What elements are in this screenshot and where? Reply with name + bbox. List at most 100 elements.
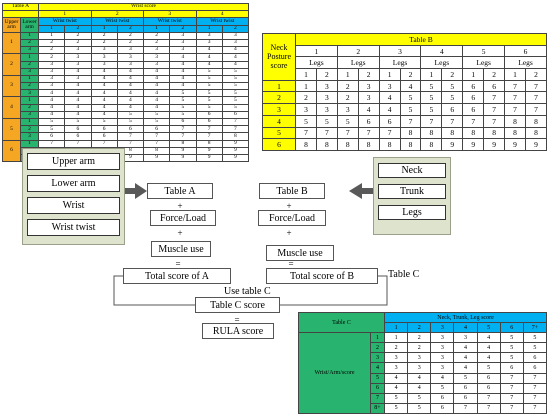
table-c-cell: 4 (383, 382, 409, 394)
equals-sign-b: = (288, 259, 294, 269)
plus-sign-a2: + (177, 228, 183, 238)
table-c-cell: 5 (407, 392, 432, 404)
table-c-cell: 6 (476, 372, 501, 384)
table-c-col: 4 (453, 322, 478, 334)
table-c-cell: 3 (383, 352, 409, 364)
table-c-col: 1 (383, 322, 409, 334)
legs-header: Legs (420, 56, 464, 70)
table-b-cell: 5 (420, 103, 443, 116)
table-c-cell: 4 (407, 372, 432, 384)
table-b-cell: 6 (357, 114, 380, 128)
table-b-title: Table B (295, 33, 547, 46)
legs-header: Legs (336, 56, 380, 70)
table-c-cell: 4 (430, 372, 455, 384)
table-b-cell: 9 (524, 138, 548, 151)
trunk-box: Trunk (378, 184, 446, 199)
table-c-cell: 4 (476, 342, 501, 354)
table-c-cell: 2 (407, 332, 432, 344)
upper-arm-value: 1 (2, 31, 21, 55)
table-c-cell: 6 (453, 382, 478, 394)
table-c-cell: 5 (499, 332, 524, 344)
arm-inputs-panel: Upper arm Lower arm Wrist Wrist twist (22, 148, 125, 245)
table-c-cell: 3 (430, 362, 455, 374)
flow-force-load-b: Force/Load (258, 210, 326, 226)
table-c-row-label: 1 (370, 332, 385, 344)
table-b-cell: 7 (524, 79, 548, 93)
table-c-cell: 7 (522, 382, 548, 394)
flow-table-c-score: Table C score (195, 297, 280, 313)
table-c-cell: 6 (453, 392, 478, 404)
plus-sign-a1: + (177, 201, 183, 211)
neck-score-label: 1 (262, 79, 296, 93)
table-a-cell: 4 (221, 53, 250, 62)
table-b-cell: 9 (462, 138, 485, 151)
trunk-score-col: 1 (295, 44, 338, 58)
neck-posture-header: Neck Posture score (262, 33, 296, 81)
table-c-row-label: 6 (370, 382, 385, 394)
table-c-row-label: 7 (370, 392, 385, 404)
table-c-cell: 5 (499, 342, 524, 354)
table-b-cell: 7 (295, 126, 317, 140)
left-input-arrow (125, 183, 147, 199)
table-c-cell: 5 (522, 342, 548, 354)
table-c-cell: 2 (407, 342, 432, 354)
table-b-cell: 7 (483, 91, 506, 105)
flow-muscle-use-b: Muscle use (266, 245, 334, 261)
table-c-cell: 1 (383, 332, 409, 344)
table-b-cell: 5 (399, 91, 422, 105)
neck-box: Neck (378, 163, 446, 178)
equals-sign-c: = (234, 315, 240, 325)
table-b-cell: 7 (483, 103, 506, 116)
wrist-twist-box: Wrist twist (27, 219, 120, 236)
table-c-col: 6 (499, 322, 524, 334)
wrist-arm-score-header: Wrist/Arm/score (298, 332, 371, 414)
upper-arm-value: 3 (2, 74, 21, 98)
table-c-cell: 7 (499, 402, 524, 415)
table-b-cell: 9 (441, 138, 464, 151)
table-c-cell: 7 (522, 372, 548, 384)
neck-score-label: 6 (262, 138, 296, 151)
flow-force-load-a: Force/Load (150, 210, 216, 226)
plus-sign-b1: + (286, 201, 292, 211)
table-a-cell: 9 (221, 153, 250, 163)
trunk-score-col: 4 (420, 44, 464, 58)
table-c-title: Table C (298, 311, 385, 334)
table-b-cell: 8 (315, 138, 338, 151)
flow-table-a: Table A (147, 183, 213, 199)
table-c-cell: 4 (453, 342, 478, 354)
table-c-cell: 3 (407, 362, 432, 374)
table-b-cell: 3 (378, 79, 401, 93)
table-c-cell: 6 (476, 382, 501, 394)
table-c-cell: 3 (430, 332, 455, 344)
table-b-cell: 9 (483, 138, 506, 151)
table-c-cell: 5 (430, 382, 455, 394)
legs-header: Legs (378, 56, 422, 70)
table-b-cell: 8 (399, 138, 422, 151)
table-c-cell: 5 (522, 332, 548, 344)
table-c-cell: 7 (499, 372, 524, 384)
table-c-cell: 7 (522, 402, 548, 415)
right-input-arrow (349, 183, 373, 199)
table-b-cell: 3 (315, 91, 338, 105)
upper-arm-value: 6 (2, 139, 21, 163)
flow-table-b: Table B (259, 183, 325, 199)
table-a-cell: 3 (221, 38, 250, 48)
table-c-row-label: 5 (370, 372, 385, 384)
use-table-c-label: Use table C (224, 286, 271, 297)
equals-sign-a: = (175, 259, 181, 269)
table-b-cell: 5 (441, 91, 464, 105)
flow-total-score-b: Total score of B (266, 268, 378, 284)
table-c-cell: 6 (430, 392, 455, 404)
lower-arm-box: Lower arm (27, 175, 120, 192)
table-c-cell: 4 (476, 332, 501, 344)
table-c-cell: 7 (522, 392, 548, 404)
table-c-cell: 7 (499, 392, 524, 404)
table-b-cell: 9 (504, 138, 526, 151)
connector-total-b (280, 275, 388, 306)
table-c-cell: 5 (499, 352, 524, 364)
table-b-cell: 8 (378, 138, 401, 151)
table-a-cell: 3 (221, 31, 250, 40)
